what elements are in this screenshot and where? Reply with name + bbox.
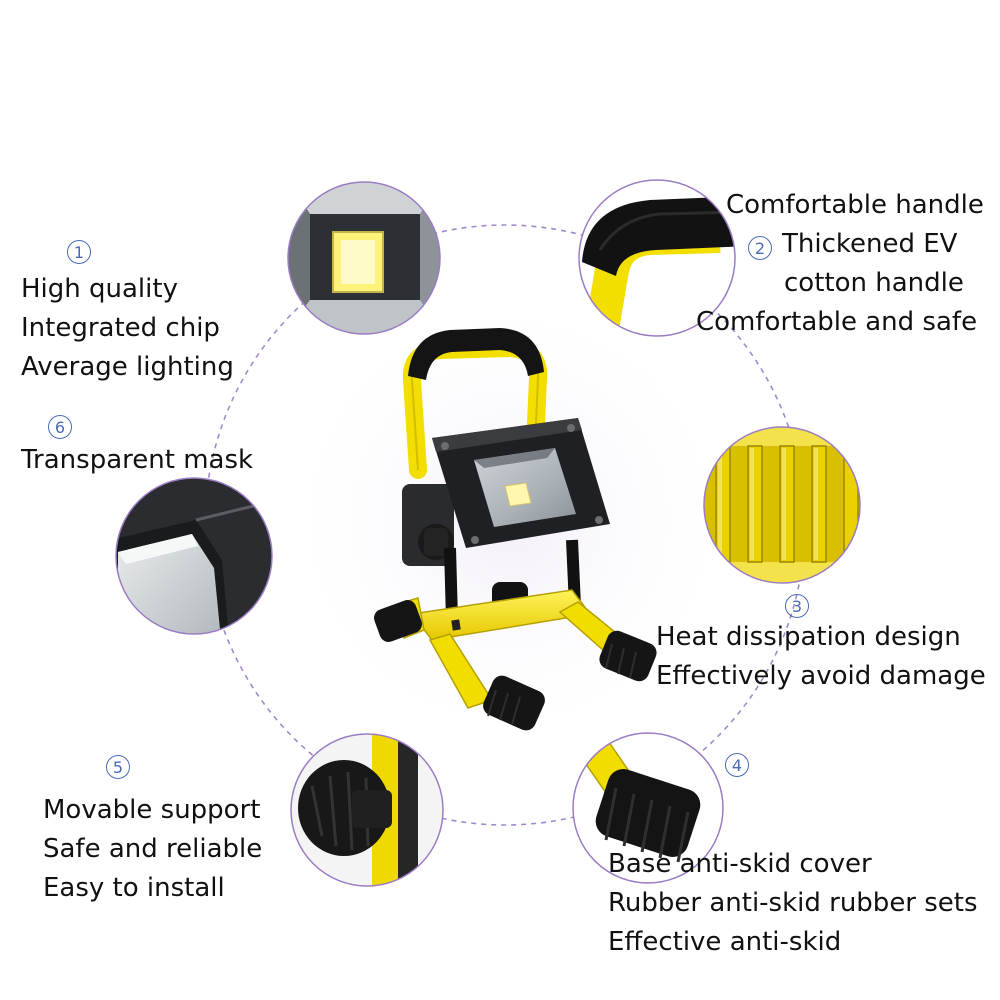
floodlight-product-image xyxy=(374,328,657,731)
mask-edge-closeup xyxy=(115,477,273,635)
feature-number-2: 2 xyxy=(748,235,772,260)
feature-1-line-2: Integrated chip xyxy=(21,313,220,343)
feature-3-heat-dissipation: 3 Heat dissipation design Effectively av… xyxy=(656,594,986,696)
feature-1-line-1: High quality xyxy=(21,274,178,304)
feature-4-line-2: Rubber anti-skid rubber sets xyxy=(608,888,978,918)
led-chip-closeup xyxy=(287,181,441,335)
feature-4-line-3: Effective anti-skid xyxy=(608,927,842,957)
feature-number-4: 4 xyxy=(725,753,749,777)
knob-support-closeup xyxy=(290,733,444,887)
feature-4-line-1: Base anti-skid cover xyxy=(608,849,872,879)
feature-number-5: 5 xyxy=(106,755,130,779)
feature-1-line-3: Average lighting xyxy=(21,352,234,382)
feature-6-transparent-mask: 6 Transparent mask xyxy=(21,415,253,480)
rubber-foot-closeup xyxy=(572,732,724,884)
feature-4-anti-skid: 4 Base anti-skid cover Rubber anti-skid … xyxy=(608,753,978,962)
feature-2-line-4: Comfortable and safe xyxy=(696,307,978,337)
feature-2-line-2: Thickened EV xyxy=(782,229,958,259)
feature-1-integrated-chip: 1 High quality Integrated chip Average l… xyxy=(21,240,234,387)
feature-5-movable-support: 5 Movable support Safe and reliable Easy… xyxy=(43,755,262,908)
heat-sink-closeup xyxy=(703,426,861,584)
feature-5-line-3: Easy to install xyxy=(43,873,225,903)
feature-3-line-2: Effectively avoid damage xyxy=(656,661,986,691)
feature-5-line-2: Safe and reliable xyxy=(43,834,263,864)
feature-2-line-1: Comfortable handle xyxy=(726,190,984,220)
feature-number-6: 6 xyxy=(48,415,72,439)
feature-number-3: 3 xyxy=(785,594,809,618)
feature-number-1: 1 xyxy=(67,240,91,264)
feature-5-line-1: Movable support xyxy=(43,795,261,825)
feature-2-line-3: cotton handle xyxy=(784,268,964,298)
feature-6-line-1: Transparent mask xyxy=(21,445,254,475)
feature-3-line-1: Heat dissipation design xyxy=(656,622,961,652)
feature-2-handle: Comfortable handle 2 Thickened EV cotton … xyxy=(696,186,996,342)
handle-closeup xyxy=(578,179,736,337)
